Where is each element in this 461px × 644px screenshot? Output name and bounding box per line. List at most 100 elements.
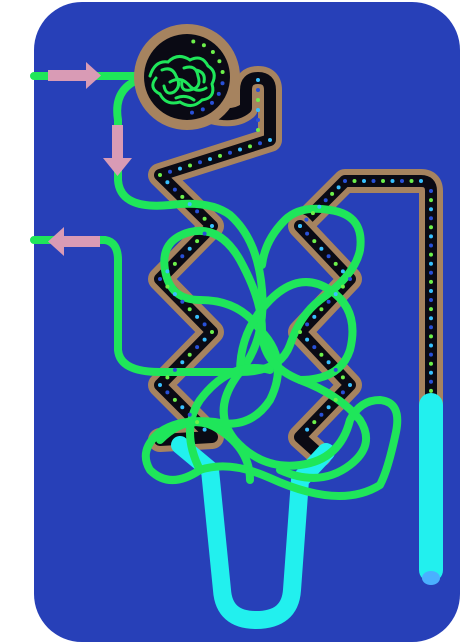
ion-dot: [429, 353, 433, 357]
ion-dot: [256, 78, 260, 82]
ion-dot: [202, 43, 206, 47]
ion-dot: [341, 375, 345, 379]
ion-dot: [319, 353, 323, 357]
ion-dot: [195, 209, 199, 213]
ion-dot: [165, 180, 169, 184]
ion-dot: [173, 398, 177, 402]
ion-dot: [305, 338, 309, 342]
ion-dot: [429, 380, 433, 384]
ion-dot: [188, 247, 192, 251]
ion-dot: [158, 173, 162, 177]
ion-dot: [429, 198, 433, 202]
ion-dot: [429, 389, 433, 393]
ion-dot: [305, 232, 309, 236]
ion-dot: [165, 390, 169, 394]
ion-dot: [256, 88, 260, 92]
ion-dot: [304, 218, 308, 222]
ion-dot: [312, 420, 316, 424]
ion-dot: [217, 92, 221, 96]
ion-dot: [256, 128, 260, 132]
ion-dot: [341, 390, 345, 394]
ion-dot: [168, 170, 172, 174]
ion-dot: [429, 216, 433, 220]
ion-dot: [190, 111, 194, 115]
ion-dot: [298, 330, 302, 334]
ion-dot: [429, 234, 433, 238]
ion-dot: [343, 179, 347, 183]
ion-dot: [180, 405, 184, 409]
ion-dot: [188, 202, 192, 206]
ion-dot: [211, 50, 215, 54]
ion-dot: [334, 292, 338, 296]
ion-dot: [312, 345, 316, 349]
ion-dot: [173, 188, 177, 192]
ion-dot: [353, 179, 357, 183]
ion-dot: [319, 307, 323, 311]
ion-dot: [180, 254, 184, 258]
ion-dot: [256, 98, 260, 102]
ion-dot: [165, 375, 169, 379]
ion-dot: [429, 334, 433, 338]
ion-dot: [256, 108, 260, 112]
ion-dot: [180, 300, 184, 304]
ion-dot: [203, 338, 207, 342]
ion-dot: [165, 269, 169, 273]
ion-dot: [334, 262, 338, 266]
ion-dot: [198, 160, 202, 164]
ion-dot: [258, 141, 262, 145]
ion-dot: [319, 247, 323, 251]
ion-dot: [195, 239, 199, 243]
ion-dot: [429, 325, 433, 329]
ion-dot: [348, 383, 352, 387]
ion-dot: [337, 185, 341, 189]
ion-dot: [429, 244, 433, 248]
ion-dot: [305, 428, 309, 432]
ion-dot: [218, 154, 222, 158]
ion-dot: [410, 179, 414, 183]
ion-dot: [180, 195, 184, 199]
ion-dot: [203, 428, 207, 432]
ion-dot: [400, 179, 404, 183]
ion-dot: [429, 189, 433, 193]
ion-dot: [429, 316, 433, 320]
ion-dot: [210, 330, 214, 334]
ion-dot: [327, 405, 331, 409]
ion-dot: [341, 285, 345, 289]
ion-dot: [381, 179, 385, 183]
duct-outlet: [422, 571, 440, 585]
ion-dot: [429, 307, 433, 311]
ion-dot: [311, 211, 315, 215]
ion-dot: [317, 205, 321, 209]
ion-dot: [429, 225, 433, 229]
ion-dot: [188, 353, 192, 357]
ion-dot: [208, 157, 212, 161]
ion-dot: [165, 285, 169, 289]
ion-dot: [217, 59, 221, 63]
ion-dot: [191, 40, 195, 44]
ion-dot: [429, 362, 433, 366]
ion-dot: [305, 322, 309, 326]
ion-dot: [248, 144, 252, 148]
ion-dot: [341, 269, 345, 273]
ion-dot: [429, 371, 433, 375]
ion-dot: [210, 101, 214, 105]
ion-dot: [268, 138, 272, 142]
ion-dot: [203, 217, 207, 221]
ion-dot: [195, 315, 199, 319]
ion-dot: [330, 192, 334, 196]
ion-dot: [429, 253, 433, 257]
ion-dot: [372, 179, 376, 183]
ion-dot: [221, 81, 225, 85]
ion-dot: [173, 292, 177, 296]
ion-dot: [429, 298, 433, 302]
ion-dot: [419, 179, 423, 183]
ion-dot: [348, 277, 352, 281]
ion-dot: [327, 360, 331, 364]
ion-dot: [391, 179, 395, 183]
ion-dot: [188, 307, 192, 311]
ion-dot: [334, 368, 338, 372]
ion-dot: [178, 167, 182, 171]
ion-dot: [429, 271, 433, 275]
